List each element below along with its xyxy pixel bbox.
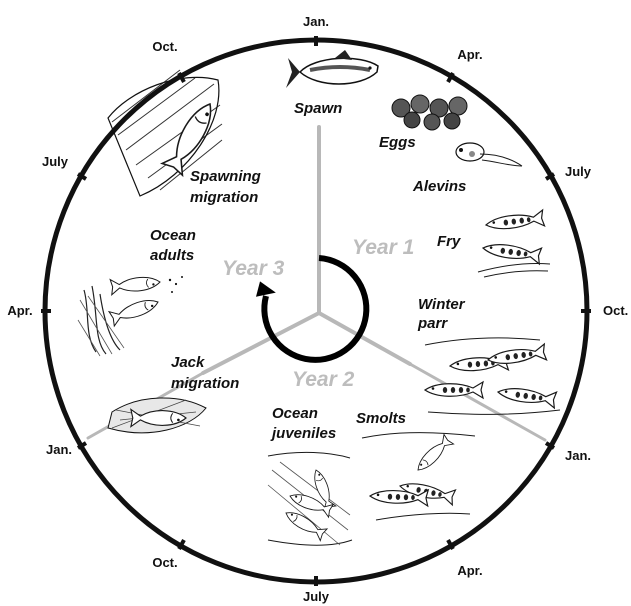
month-label-july-right: July [565,164,592,179]
month-label-apr-bottom-right: Apr. [457,563,482,578]
stage-label-ocean-juveniles-line2: juveniles [270,425,336,442]
stage-label-ocean-juveniles-line1: Ocean [272,405,318,422]
stage-label-eggs: Eggs [379,134,416,151]
month-label-july-bottom: July [303,589,330,604]
salmon-illustration [286,50,378,88]
juvenile-fish-illustration [268,452,352,545]
parr-fish-illustration [425,338,560,414]
month-label-july-left: July [42,154,69,169]
stage-label-migration-line2b: migration [190,189,258,206]
stage-label-smolts: Smolts [356,410,406,427]
stage-label-winter-line1: Winter [418,296,466,313]
smolt-fish-illustration [362,433,475,521]
month-label-oct-top-left: Oct. [152,39,177,54]
jack-fish-illustration [108,398,206,433]
stage-label-fry: Fry [437,233,461,250]
month-label-jan-top: Jan. [303,14,329,29]
stage-label-ocean-adults-line2: adults [150,247,194,264]
year-3-label: Year 3 [222,257,285,280]
month-label-jan-right: Jan. [565,448,591,463]
alevin-illustration [456,143,522,166]
egg-cluster-illustration [392,95,467,130]
stage-label-ocean-adults-line1: Ocean [150,227,196,244]
fry-fish-illustration [478,210,550,277]
stage-label-spawn: Spawn [294,100,342,117]
month-label-oct-bottom-left: Oct. [152,555,177,570]
stage-label-spawning-line1: Spawning [190,168,261,185]
adult-fish-illustration [78,274,183,356]
year-1-label: Year 1 [352,236,414,259]
stage-label-migration-line2: migration [171,375,239,392]
month-label-apr-left: Apr. [7,303,32,318]
stage-label-parr-line2: parr [417,315,448,332]
month-label-apr-top-right: Apr. [457,47,482,62]
month-label-jan-left: Jan. [46,442,72,457]
stage-label-jack-line1: Jack [171,354,205,371]
stage-label-alevins: Alevins [412,178,466,195]
month-label-oct-right: Oct. [603,303,628,318]
year-2-label: Year 2 [292,368,355,391]
